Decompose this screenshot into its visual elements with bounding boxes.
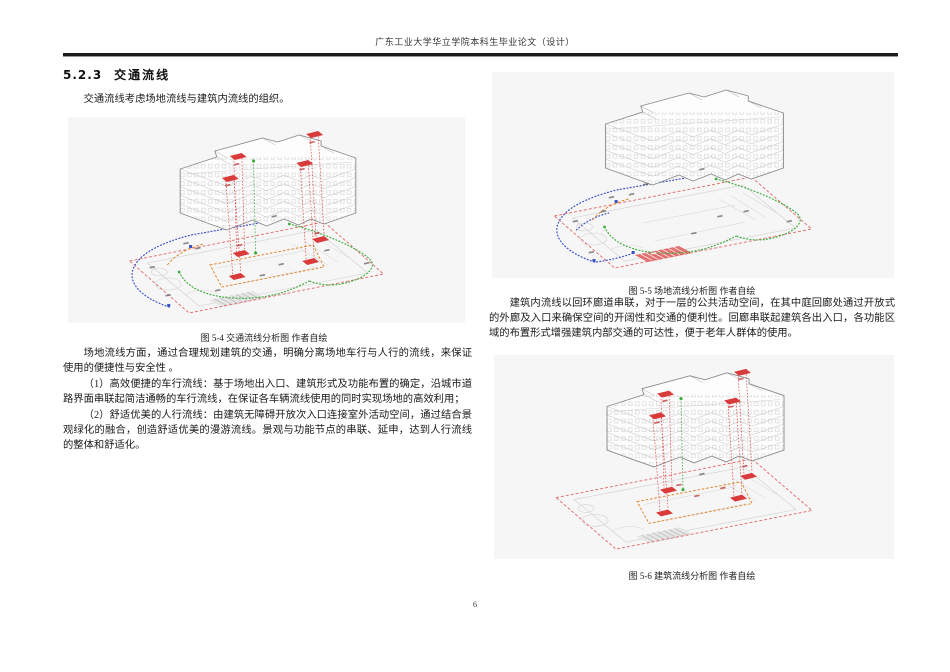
header-title: 广东工业大学华立学院本科生毕业论文（设计）: [375, 37, 575, 47]
paragraph-site-circulation: 场地流线方面，通过合理规划建筑的交通，明确分离场地车行与人行的流线，来保证使用的…: [63, 348, 472, 375]
figure-5-4-diagram: [68, 117, 465, 323]
fig56-svg: [555, 368, 813, 550]
figure-5-6-diagram: [494, 355, 894, 559]
header-rule: [63, 53, 898, 57]
section-heading: 5.2.3 交通流线: [63, 66, 170, 83]
section-number: 5.2.3: [63, 68, 103, 82]
paragraph-vehicle-circulation: （1）高效便捷的车行流线：基于场地出入口、建筑形式及功能布置的确定，沿城市道路界…: [63, 378, 472, 406]
fig55-svg: [553, 89, 813, 269]
figure-5-6-caption: 图 5-6 建筑流线分析图 作者自绘: [628, 571, 756, 581]
intro-paragraph: 交通流线考虑场地流线与建筑内流线的组织。: [83, 94, 290, 105]
figure-5-4-caption: 图 5-4 交通流线分析图 作者自绘: [200, 333, 328, 343]
left-text-column: 场地流线方面，通过合理规划建筑的交通，明确分离场地车行与人行的流线，来保证使用的…: [63, 346, 472, 454]
page-number: 6: [472, 599, 478, 609]
figure-5-5-diagram: [492, 72, 894, 278]
fig54-svg: [129, 131, 385, 314]
figure-5-5-caption: 图 5-5 场地流线分析图 作者自绘: [628, 286, 756, 296]
section-title: 交通流线: [114, 68, 171, 82]
paragraph-interior-circulation: 建筑内流线以回环廊道串联，对于一层的公共活动空间，在其中庭回廊处通过开放式的外廊…: [489, 298, 895, 339]
paragraph-pedestrian-circulation: （2）舒适优美的人行流线：由建筑无障碍开放次入口连接室外活动空间，通过结合景观绿…: [63, 409, 472, 452]
